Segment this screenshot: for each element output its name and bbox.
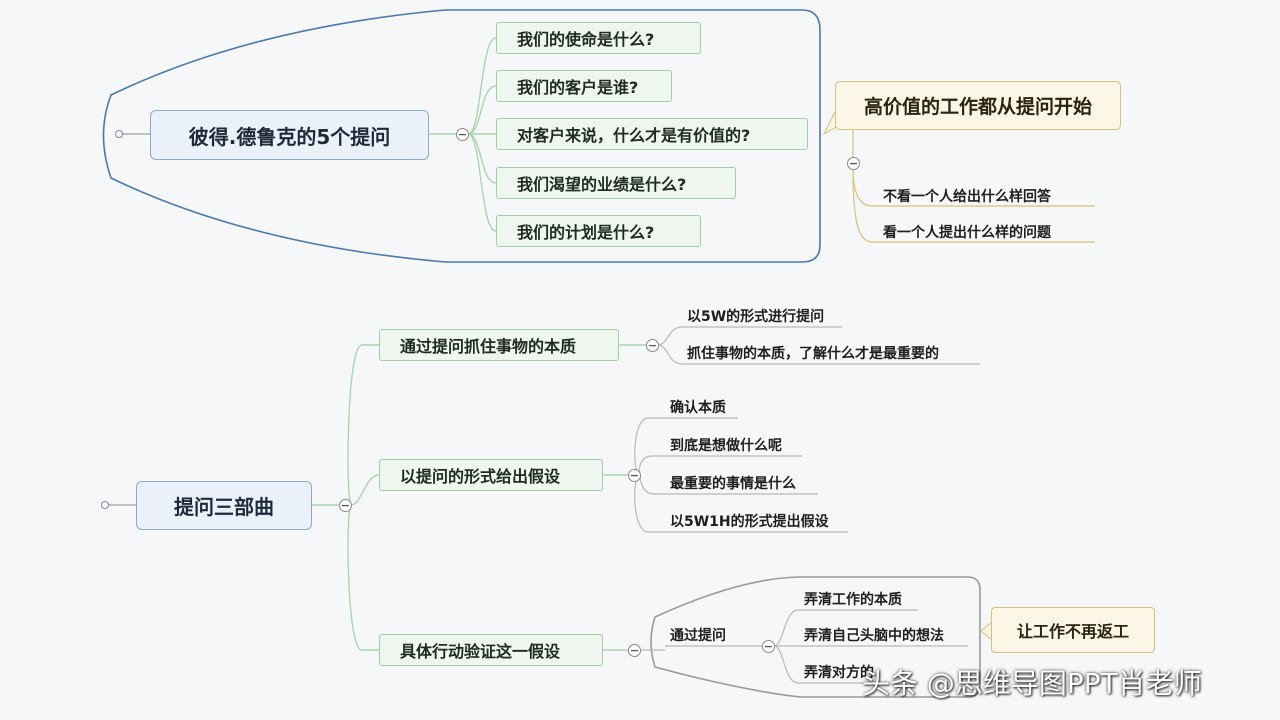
leaf-most-important[interactable]: 最重要的事情是什么 [670,476,796,492]
leaf-grasp-what-matters[interactable]: 抓住事物的本质，了解什么才是最重要的 [687,346,939,362]
root-node-drucker[interactable]: 彼得.德鲁克的5个提问 [150,110,429,160]
leaf-confirm-essence[interactable]: 确认本质 [670,400,726,416]
branch-verify-action[interactable]: 具体行动验证这一假设 [379,634,603,666]
collapse-toggle-callout1[interactable]: − [847,157,860,170]
boundary-map1 [102,9,821,263]
leaf-5w-questions[interactable]: 以5W的形式进行提问 [687,309,825,325]
leaf-what-to-do[interactable]: 到底是想做什么呢 [670,438,782,454]
branch-customer-value[interactable]: 对客户来说，什么才是有价值的? [496,118,808,150]
branch-mission[interactable]: 我们的使命是什么? [496,22,701,54]
leaf-not-answers[interactable]: 不看一个人给出什么样回答 [883,189,1051,205]
watermark-text: 头条 @思维导图PPT肖老师 [862,667,1202,700]
root-node-three-steps[interactable]: 提问三部曲 [136,481,312,530]
branch-hypothesis[interactable]: 以提问的形式给出假设 [379,459,603,491]
leaf-clarify-work[interactable]: 弄清工作的本质 [804,592,902,608]
branch-plan[interactable]: 我们的计划是什么? [496,215,701,247]
boundary-map2 [650,576,981,698]
branch-desired-results[interactable]: 我们渴望的业绩是什么? [496,167,736,199]
branch-customer[interactable]: 我们的客户是谁? [496,70,672,102]
leaf-clarify-own-thoughts[interactable]: 弄清自己头脑中的想法 [804,628,944,644]
collapse-toggle-root2[interactable]: − [339,499,352,512]
leaf-questions-asked[interactable]: 看一个人提出什么样的问题 [883,225,1051,241]
branch1-leaf-lines [657,326,980,365]
map1-branch-curves [467,37,497,232]
collapse-toggle-root1[interactable]: − [456,128,469,141]
collapse-toggle-subtopic[interactable]: − [762,640,775,653]
root1-anchor-dot [115,130,123,138]
callout-high-value-work[interactable]: 高价值的工作都从提问开始 [835,81,1121,130]
root2-anchor-dot [101,501,109,509]
map2-branch-curves [347,344,380,651]
collapse-toggle-branch3[interactable]: − [628,644,641,657]
branch-grasp-essence[interactable]: 通过提问抓住事物的本质 [379,329,619,361]
subtopic-through-questions[interactable]: 通过提问 [670,628,726,644]
callout1-leaf-lines [852,168,1095,243]
leaf-clarify-other[interactable]: 弄清对方的 [804,665,874,681]
callout-no-rework[interactable]: 让工作不再返工 [991,607,1155,653]
collapse-toggle-branch2[interactable]: − [628,469,641,482]
branch3-leaf-lines [773,609,968,684]
collapse-toggle-branch1[interactable]: − [646,339,659,352]
leaf-5w1h-hypothesis[interactable]: 以5W1H的形式提出假设 [670,514,829,530]
